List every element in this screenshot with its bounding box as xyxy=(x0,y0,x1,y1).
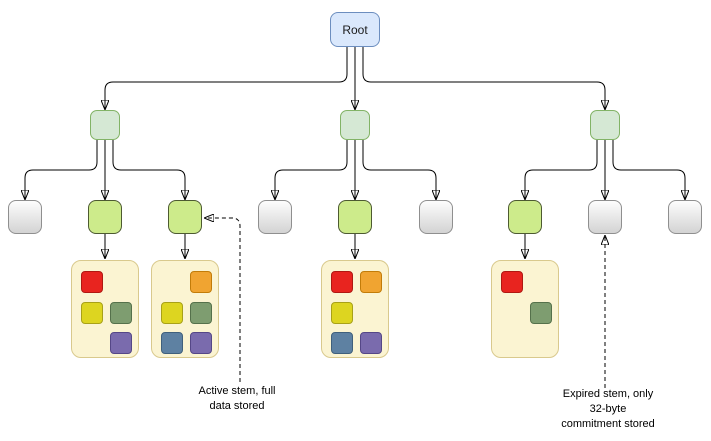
leaf-node-mid-1-expired xyxy=(258,200,292,234)
annotation-active-stem: Active stem, full data stored xyxy=(198,385,276,412)
leaf-node-right-1-active xyxy=(508,200,542,234)
stem-data-container-2 xyxy=(151,260,219,358)
data-chip-yellow xyxy=(331,302,353,324)
data-chip-green xyxy=(190,302,212,324)
stem-data-container-3 xyxy=(321,260,389,358)
stem-data-container-1 xyxy=(71,260,139,358)
internal-node-mid xyxy=(340,110,370,140)
data-chip-orange xyxy=(360,271,382,293)
data-chip-red xyxy=(81,271,103,293)
data-chip-purple xyxy=(190,332,212,354)
data-chip-purple xyxy=(110,332,132,354)
leaf-node-left-3-active xyxy=(168,200,202,234)
data-chip-purple xyxy=(360,332,382,354)
internal-node-right xyxy=(590,110,620,140)
data-chip-red xyxy=(501,271,523,293)
edge-internal-left-to-leaf-3 xyxy=(112,140,185,199)
edge-internal-right-to-leaf-3 xyxy=(612,140,685,199)
stem-data-container-4 xyxy=(491,260,559,358)
edge-internal-left-to-leaf-1 xyxy=(25,140,98,199)
data-chip-green xyxy=(110,302,132,324)
edge-internal-right-to-leaf-1 xyxy=(525,140,598,199)
leaf-node-right-2-expired xyxy=(588,200,622,234)
edge-internal-mid-to-leaf-3 xyxy=(362,140,436,199)
data-chip-yellow xyxy=(161,302,183,324)
annotation-arrow-active-stem xyxy=(205,218,241,382)
data-chip-blue xyxy=(331,332,353,354)
leaf-node-mid-2-active xyxy=(338,200,372,234)
data-chip-red xyxy=(331,271,353,293)
leaf-node-mid-3-expired xyxy=(419,200,453,234)
data-chip-yellow xyxy=(81,302,103,324)
data-chip-blue xyxy=(161,332,183,354)
annotation-expired-stem: Expired stem, only 32-byte commitment st… xyxy=(561,388,655,430)
data-chip-orange xyxy=(190,271,212,293)
edge-internal-mid-to-leaf-1 xyxy=(275,140,348,199)
leaf-node-right-3-expired xyxy=(668,200,702,234)
edge-root-to-internal-left xyxy=(105,47,348,109)
root-node: Root xyxy=(330,12,380,47)
leaf-node-left-1-expired xyxy=(8,200,42,234)
edge-root-to-internal-right xyxy=(362,47,605,109)
internal-node-left xyxy=(90,110,120,140)
leaf-node-left-2-active xyxy=(88,200,122,234)
data-chip-green xyxy=(530,302,552,324)
